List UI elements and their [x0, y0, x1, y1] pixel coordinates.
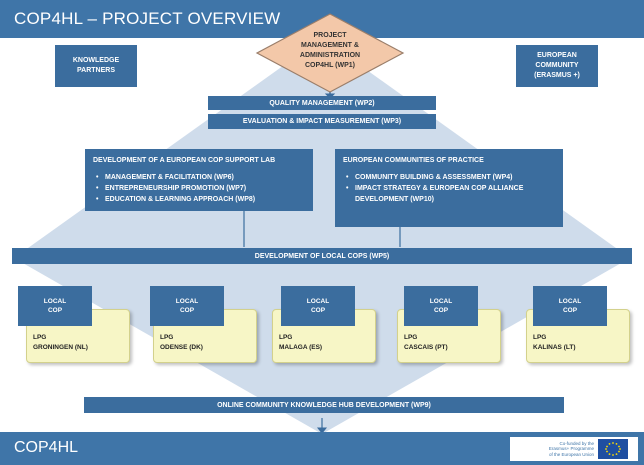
eu-funding-line: Erasmus+ Programme	[548, 446, 594, 452]
european-community-box: EUROPEAN COMMUNITY (ERASMUS +)	[516, 45, 598, 87]
evaluation-band: EVALUATION & IMPACT MEASUREMENT (WP3)	[208, 114, 436, 129]
eu-funding-badge: Co-funded by the Erasmus+ Programme of t…	[510, 437, 638, 461]
online-hub-band: ONLINE COMMUNITY KNOWLEDGE HUB DEVELOPME…	[84, 397, 564, 413]
wp1-line: MANAGEMENT &	[301, 42, 359, 49]
eu-funding-text: Co-funded by the Erasmus+ Programme of t…	[510, 441, 594, 458]
local-cop-box: LOCAL COP	[281, 286, 355, 326]
lpg-label: LPG	[279, 334, 293, 341]
local-cop-line: COP	[310, 307, 326, 314]
local-cop-line: COP	[433, 307, 449, 314]
local-cop-box: LOCAL COP	[18, 286, 92, 326]
wp1-line: COP4HL (WP1)	[304, 62, 356, 69]
knowledge-partners-line: KNOWLEDGE	[72, 57, 120, 64]
communities-of-practice-title: EUROPEAN COMMUNITIES OF PRACTICE	[343, 157, 484, 164]
support-lab-panel: DEVELOPMENT OF A EUROPEAN COP SUPPORT LA…	[85, 149, 313, 211]
eu-flag-icon	[598, 439, 628, 459]
evaluation-label: EVALUATION & IMPACT MEASUREMENT (WP3)	[242, 118, 402, 125]
european-community-line: COMMUNITY	[535, 62, 579, 69]
support-lab-item: MANAGEMENT & FACILITATION (WP6)	[96, 172, 305, 183]
lpg-label: LPG	[533, 334, 547, 341]
lpg-city: KALINAS (LT)	[533, 344, 576, 351]
local-cop-line: COP	[562, 307, 578, 314]
lpg-label: LPG	[160, 334, 174, 341]
eu-funding-line: Co-funded by the	[559, 440, 594, 446]
support-lab-title: DEVELOPMENT OF A EUROPEAN COP SUPPORT LA…	[93, 157, 276, 164]
communities-of-practice-panel: EUROPEAN COMMUNITIES OF PRACTICE COMMUNI…	[335, 149, 563, 227]
lpg-city: ODENSE (DK)	[160, 344, 203, 351]
quality-management-band: QUALITY MANAGEMENT (WP2)	[208, 96, 436, 110]
communities-of-practice-item: COMMUNITY BUILDING & ASSESSMENT (WP4)	[346, 172, 555, 183]
knowledge-partners-line: PARTNERS	[77, 67, 115, 74]
wp1-line: PROJECT	[313, 32, 347, 39]
support-lab-list: MANAGEMENT & FACILITATION (WP6) ENTREPRE…	[93, 172, 305, 205]
footer-title: COP4HL	[14, 439, 79, 456]
lpg-city: MALAGA (ES)	[279, 344, 323, 351]
lpg-city: CASCAIS (PT)	[404, 344, 448, 351]
local-cop-box: LOCAL COP	[150, 286, 224, 326]
lpg-city: GRONINGEN (NL)	[33, 344, 88, 351]
support-lab-item: EDUCATION & LEARNING APPROACH (WP8)	[96, 194, 305, 205]
page-title: COP4HL – PROJECT OVERVIEW	[14, 9, 281, 28]
lpg-label: LPG	[33, 334, 47, 341]
local-cop-line: LOCAL	[175, 298, 199, 305]
local-cop-line: LOCAL	[43, 298, 67, 305]
wp1-label: PROJECT MANAGEMENT & ADMINISTRATION COP4…	[280, 31, 380, 71]
wp1-line: ADMINISTRATION	[299, 52, 361, 59]
quality-management-label: QUALITY MANAGEMENT (WP2)	[269, 99, 375, 107]
local-cop-box: LOCAL COP	[533, 286, 607, 326]
local-cops-label: DEVELOPMENT OF LOCAL COPS (WP5)	[254, 252, 390, 260]
title-bar: COP4HL – PROJECT OVERVIEW	[0, 0, 644, 38]
communities-of-practice-list: COMMUNITY BUILDING & ASSESSMENT (WP4) IM…	[343, 172, 555, 205]
local-cops-band: DEVELOPMENT OF LOCAL COPS (WP5)	[12, 248, 632, 264]
local-cop-line: COP	[179, 307, 195, 314]
lpg-label: LPG	[404, 334, 418, 341]
eu-funding-line: of the European Union	[548, 451, 594, 457]
local-cop-box: LOCAL COP	[404, 286, 478, 326]
support-lab-item: ENTREPRENEURSHIP PROMOTION (WP7)	[96, 183, 305, 194]
knowledge-partners-box: KNOWLEDGE PARTNERS	[55, 45, 137, 87]
local-cop-line: COP	[47, 307, 63, 314]
european-community-line: (ERASMUS +)	[534, 72, 580, 79]
online-hub-label: ONLINE COMMUNITY KNOWLEDGE HUB DEVELOPME…	[217, 401, 431, 409]
wp1-diamond-shape	[255, 13, 405, 93]
local-cop-line: LOCAL	[429, 298, 453, 305]
european-community-line: EUROPEAN	[537, 52, 577, 59]
arrow-head-footer	[316, 427, 328, 434]
local-cop-line: LOCAL	[558, 298, 582, 305]
local-cop-line: LOCAL	[306, 298, 330, 305]
communities-of-practice-item: IMPACT STRATEGY & EUROPEAN COP ALLIANCE …	[346, 183, 555, 205]
